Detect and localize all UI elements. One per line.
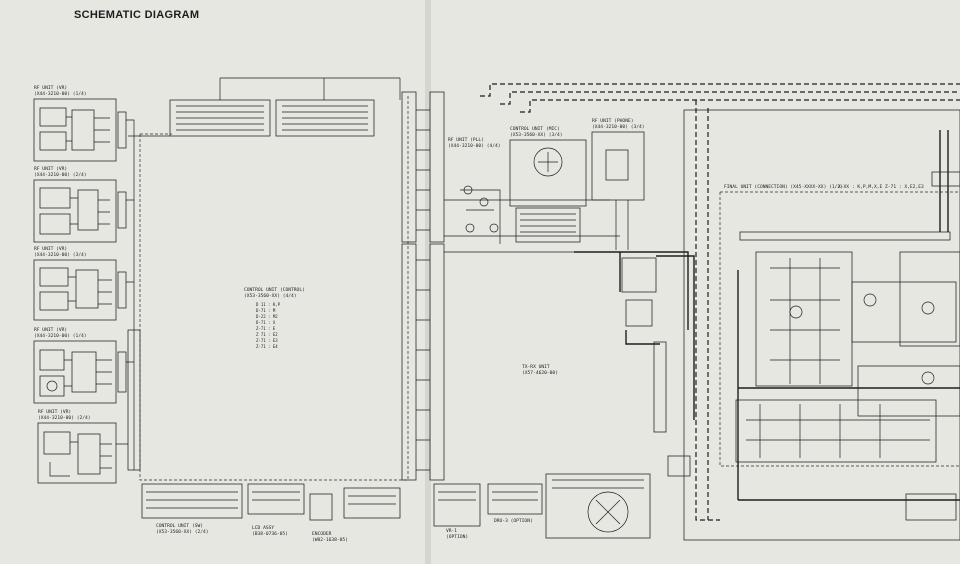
control-unit-table-2: D-22 : M2	[256, 314, 278, 319]
bottom-unit-2-name: ENCODER	[312, 531, 332, 537]
bottom-unit-labels: CONTROL UNIT (SW) (X53-3560-XX) (2/4) LC…	[156, 518, 533, 543]
bottom-unit-3-part: (OPTION)	[446, 534, 468, 540]
final-unit-name: FINAL UNIT (CONNECTION) (X45-XXXX-XX) (1…	[724, 184, 843, 190]
rf-unit-1: RF UNIT (VR) (X44-3210-00) (1/4)	[33, 85, 117, 162]
left-connector-strips	[116, 111, 141, 471]
rf-unit-1-part: (X44-3210-00) (1/4)	[34, 91, 87, 97]
rf-unit-pll: RF UNIT (PLL) (X44-3210-00) (4/4)	[448, 137, 501, 244]
rf-unit-5: RF UNIT (VR) (X44-3210-00) (2/4)	[37, 409, 117, 484]
final-unit: FINAL UNIT (CONNECTION) (X45-XXXX-XX) (1…	[683, 109, 960, 541]
rf-unit-3-name: RF UNIT (VR)	[34, 246, 67, 252]
rf-unit-phone-name: RF UNIT (PHONE)	[592, 118, 634, 124]
control-unit-center: CONTROL UNIT (CONTROL) (X53-3560-XX) (4/…	[244, 287, 305, 349]
control-unit-table-3: D-71 : X	[256, 320, 276, 325]
final-unit-note: X-XX : K,P,M,X,E Z-71 : X,E2,E3	[838, 184, 924, 190]
bottom-unit-4-name: DRU-3 (OPTION)	[494, 518, 533, 524]
tx-rx-unit-part: (X57-4620-00)	[522, 370, 558, 376]
central-connector-columns	[401, 91, 640, 481]
bottom-unit-2-part: (W02-1638-05)	[312, 537, 348, 543]
control-unit-table-4: Z-71 : E	[256, 326, 276, 331]
dashed-bus-lines	[480, 83, 960, 521]
bottom-unit-3-name: VR-1	[446, 528, 457, 534]
tx-rx-unit-name: TX-RX UNIT	[522, 364, 550, 370]
rf-unit-2-name: RF UNIT (VR)	[34, 166, 67, 172]
bottom-unit-1-part: (B38-0736-05)	[252, 531, 288, 537]
diagram-title: SCHEMATIC DIAGRAM	[74, 9, 200, 21]
tx-rx-unit: TX-RX UNIT (X57-4620-00)	[522, 251, 695, 477]
rf-unit-4-part: (X44-3210-00) (1/4)	[34, 333, 87, 339]
rf-unit-1-name: RF UNIT (VR)	[34, 85, 67, 91]
rf-unit-pll-name: RF UNIT (PLL)	[448, 137, 484, 143]
control-unit-table-7: Z-71 : E4	[256, 344, 278, 349]
control-unit-table-5: Z 71 : E2	[256, 332, 278, 337]
control-unit-mic: CONTROL UNIT (MIC) (X53-3560-XX) (3/4)	[509, 126, 587, 243]
control-unit-table-1: D-71 : M	[256, 308, 276, 313]
bottom-unit-0-name: CONTROL UNIT (SW)	[156, 523, 203, 529]
control-unit-center-name: CONTROL UNIT (CONTROL)	[244, 287, 305, 293]
rf-unit-5-name: RF UNIT (VR)	[38, 409, 71, 415]
rf-unit-pll-part: (X44-3210-00) (4/4)	[448, 143, 501, 149]
bottom-unit-0-part: (X53-3560-XX) (2/4)	[156, 529, 209, 535]
rf-unit-2: RF UNIT (VR) (X44-3210-00) (2/4)	[33, 166, 117, 243]
bottom-connector-rows	[141, 473, 651, 539]
control-boundary	[139, 96, 409, 481]
rf-unit-4-name: RF UNIT (VR)	[34, 327, 67, 333]
rf-unit-phone-part: (X44-3210-00) (3/4)	[592, 124, 645, 130]
control-unit-mic-part: (X53-3560-XX) (3/4)	[510, 132, 563, 138]
control-unit-table-6: Z-71 : E3	[256, 338, 278, 343]
rf-unit-5-part: (X44-3210-00) (2/4)	[38, 415, 91, 421]
rf-unit-2-part: (X44-3210-00) (2/4)	[34, 172, 87, 178]
top-connectors	[128, 77, 401, 137]
rf-unit-phone: RF UNIT (PHONE) (X44-3210-00) (3/4)	[591, 118, 645, 250]
rf-unit-3-part: (X44-3210-00) (3/4)	[34, 252, 87, 258]
rf-unit-4: RF UNIT (VR) (X44-3210-00) (1/4)	[33, 327, 117, 404]
rf-unit-3: RF UNIT (VR) (X44-3210-00) (3/4)	[33, 246, 117, 321]
control-unit-center-part: (X53-3560-XX) (4/4)	[244, 293, 297, 299]
bottom-unit-1-name: LCD ASSY	[252, 525, 274, 531]
control-unit-mic-name: CONTROL UNIT (MIC)	[510, 126, 560, 132]
control-unit-table-0: D 11 : K,P	[256, 302, 281, 307]
